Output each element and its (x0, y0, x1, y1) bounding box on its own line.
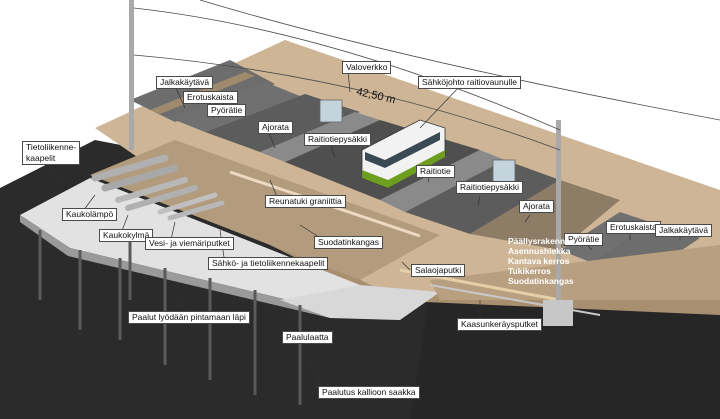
label-telecom-cables: Tietoliikenne- kaapelit (22, 141, 81, 165)
label-piling-to-bedrock: Paalutus kallioon saakka (318, 386, 420, 399)
label-pile-slab: Paalulaatta (282, 331, 333, 344)
label-drain-pipe: Salaojaputki (411, 264, 466, 277)
label-district-cooling: Kaukokylmä (99, 229, 154, 242)
label-tram-stop-left: Raitiotiepysäkki (304, 133, 372, 146)
label-sidewalk-right: Jalkakäytävä (655, 224, 713, 237)
label-separation-right: Erotuskaista (606, 221, 661, 234)
subgrade-right (430, 245, 720, 300)
lighting-pole-right (556, 120, 561, 300)
layer-installation-sand: Asennushiekka (508, 246, 571, 256)
overhead-wires (133, 0, 720, 151)
pile-slab-right (280, 285, 440, 320)
label-bike-lane-left: Pyörätie (207, 104, 247, 117)
tram-shelter-right (492, 159, 516, 183)
label-sidewalk-left: Jalkakäytävä (156, 76, 214, 89)
structure-layers-block (470, 180, 620, 250)
tram-stop-right (380, 150, 505, 212)
label-tramway: Raitiotie (416, 165, 455, 178)
label-piles-driven: Paalut lyödään pintamaan läpi (128, 311, 250, 324)
label-separation-left: Erotuskaista (183, 91, 238, 104)
district-heating-pipes (91, 154, 179, 192)
label-bike-lane-right: Pyörätie (564, 233, 604, 246)
layer-surface: Päällysrakenne (508, 236, 570, 246)
label-filter-fabric: Suodatinkangas (314, 236, 383, 249)
label-carriageway-left: Ajorata (258, 121, 293, 134)
layer-subbase: Tukikerros (508, 266, 551, 276)
district-cooling-pipes (115, 177, 198, 211)
carriageway-right (405, 160, 560, 234)
tram (361, 119, 446, 189)
lighting-pole-left (129, 0, 134, 150)
label-tram-power-line: Sähköjohto raitiovaunulle (418, 76, 521, 89)
label-granite-curb: Reunatuki graniittia (265, 195, 346, 208)
layer-base-course: Kantava kerros (508, 256, 570, 266)
label-power-telecom-cables: Sähkö- ja tietoliikennekaapelit (208, 257, 329, 270)
structure-layer-list: Päällysrakenne Asennushiekka Kantava ker… (508, 236, 574, 286)
water-sewer-pipes (157, 192, 225, 221)
tram-shelter-left (319, 99, 343, 123)
label-tram-stop-right: Raitiotiepysäkki (456, 181, 524, 194)
pile-slab-edge (20, 215, 330, 318)
label-district-heating: Kaukolämpö (62, 208, 118, 221)
label-carriageway-right: Ajorata (519, 200, 554, 213)
pole-foundation (543, 300, 573, 326)
label-gas-collection-pipes: Kaasunkeräysputket (457, 318, 543, 331)
leader-lines (47, 69, 681, 387)
label-water-sewer: Vesi- ja viemäriputket (145, 237, 234, 250)
layer-filter-fabric: Suodatinkangas (508, 276, 574, 286)
label-lighting-network: Valoverkko (342, 61, 392, 74)
